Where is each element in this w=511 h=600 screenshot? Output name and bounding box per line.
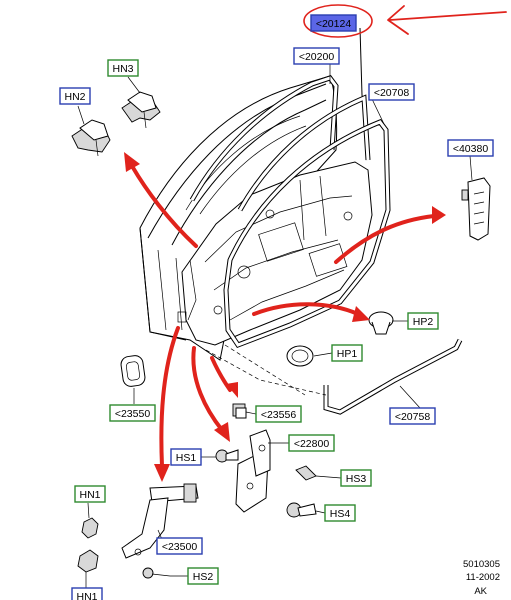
- callout-20708: <20708: [368, 83, 415, 101]
- highlight-arrow: [387, 5, 507, 35]
- svg-text:<22800: <22800: [294, 438, 329, 450]
- svg-text:<23500: <23500: [162, 541, 197, 553]
- callout-hs2: HS2: [187, 567, 219, 585]
- arrow-to-23556: [210, 356, 232, 392]
- arrow-to-23500: [159, 326, 180, 468]
- callout-hn2: HN2: [59, 87, 91, 105]
- callout-hs3: HS3: [340, 469, 372, 487]
- footer-date: 11-2002: [466, 572, 500, 583]
- svg-text:HP2: HP2: [413, 316, 434, 328]
- callout-20758: <20758: [389, 407, 436, 425]
- svg-text:<20758: <20758: [395, 411, 430, 423]
- callout-40380: <40380: [447, 139, 494, 157]
- hinge-part-22800: [235, 429, 271, 513]
- plug-part-hp1: [286, 345, 314, 367]
- clip-part-23556: [232, 403, 247, 419]
- svg-text:HN2: HN2: [64, 91, 85, 103]
- arrow-to-22800: [191, 346, 224, 432]
- footer-ref: 5010305: [463, 559, 500, 570]
- callout-hn1-upper: HN1: [74, 485, 106, 503]
- svg-text:HS2: HS2: [193, 571, 214, 583]
- callout-20200: <20200: [293, 47, 340, 65]
- svg-text:HN1: HN1: [76, 591, 97, 600]
- callout-23556: <23556: [255, 405, 302, 423]
- highlight-circle: [303, 4, 373, 38]
- check-strap-part-23500: [121, 483, 199, 559]
- red-annotations: [124, 4, 507, 482]
- svg-text:HN1: HN1: [79, 489, 100, 501]
- bolt-part-hs1: [215, 449, 239, 463]
- clip-part-hn3: [121, 76, 161, 129]
- callout-hp1: HP1: [331, 344, 363, 362]
- callout-hn3: HN3: [107, 59, 139, 77]
- svg-text:HP1: HP1: [337, 348, 358, 360]
- svg-text:HN3: HN3: [112, 63, 133, 75]
- diagram-footer: 5010305 11-2002 AK: [463, 559, 500, 597]
- callout-22800: <22800: [288, 434, 335, 452]
- leader-lines: [157, 63, 421, 577]
- arrow-to-hp2: [252, 302, 360, 316]
- callout-20124: <20124: [310, 14, 357, 32]
- svg-text:HS3: HS3: [346, 473, 367, 485]
- footer-code: AK: [474, 586, 487, 597]
- svg-text:HS1: HS1: [176, 452, 197, 464]
- svg-text:<40380: <40380: [453, 143, 488, 155]
- weatherstrip-seals: [189, 27, 463, 415]
- plug-part-hp2: [368, 311, 394, 335]
- nut-part-hn1-lower: [77, 549, 99, 588]
- grommet-part-23550: [120, 355, 146, 404]
- svg-text:<20124: <20124: [316, 18, 351, 30]
- callout-23500: <23500: [156, 537, 203, 555]
- arrow-to-40380: [334, 214, 436, 264]
- svg-text:<23550: <23550: [115, 408, 150, 420]
- svg-text:HS4: HS4: [330, 508, 351, 520]
- screw-part-hs2: [142, 567, 171, 579]
- callout-23550: <23550: [109, 404, 156, 422]
- arrow-to-hn2: [130, 164, 198, 248]
- clip-part-hn2: [71, 105, 111, 157]
- nut-part-hn1-upper: [81, 502, 99, 539]
- callout-hn1-lower: HN1: [71, 587, 103, 600]
- callout-hs1: HS1: [170, 448, 202, 466]
- svg-text:<23556: <23556: [261, 409, 296, 421]
- callout-hs4: HS4: [324, 504, 356, 522]
- callout-hp2: HP2: [407, 312, 439, 330]
- bolt-part-hs4: [286, 502, 317, 518]
- handle-part-40380: [461, 155, 491, 241]
- svg-text:<20708: <20708: [374, 87, 409, 99]
- bolt-part-hs3: [295, 465, 317, 481]
- svg-text:<20200: <20200: [299, 51, 334, 63]
